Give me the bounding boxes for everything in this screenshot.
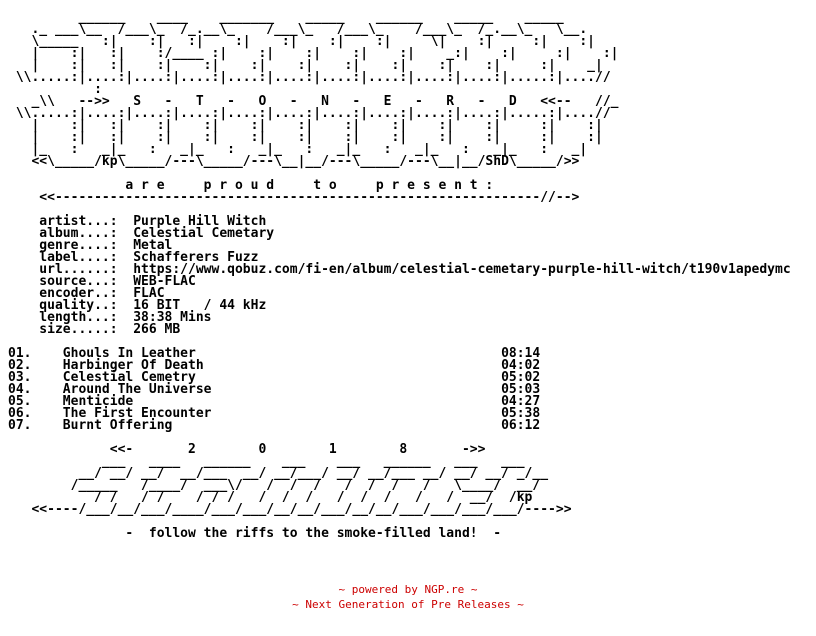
nfo-line: genre....: Metal	[8, 238, 173, 253]
nfo-line: source...: WEB-FLAC	[8, 274, 196, 289]
nfo-line: /_____ /____/ ___\/ / / / / / / / \____/…	[8, 478, 541, 493]
nfo-line: <<- 2 0 1 8 ->>	[8, 442, 486, 457]
nfo-line: |_ : _|_ : _|_ : _|_ : _|_ : _|_ : _|_ :…	[8, 142, 588, 157]
nfo-line: artist...: Purple Hill Witch	[8, 214, 267, 229]
nfo-line: _\\ -->> S - T - O - N - E - R - D <<-- …	[8, 94, 619, 109]
nfo-line: encoder..: FLAC	[8, 286, 165, 301]
nfo-line: url......: https://www.qobuz.com/fi-en/a…	[8, 262, 791, 277]
nfo-line: - follow the riffs to the smoke-filled l…	[8, 526, 502, 541]
nfo-line: 06. The First Encounter 05:38	[8, 406, 541, 421]
nfo-line: <<----/___/__/___/____/___/___/__/__/___…	[8, 502, 572, 517]
nfo-line: __/ __/ __/ __/___ __/ __/___/ __/ __/__…	[8, 466, 549, 481]
nfo-line: ______ ____ _______ _____ ______ _____ _…	[8, 10, 564, 25]
nfo-line: a r e p r o u d t o p r e s e n t :	[8, 178, 494, 193]
nfo-line: ._ ___\__ /___\_ /_.__\_ /___\_ /___\_ /…	[8, 22, 588, 37]
nfo-line: length...: 38:38 Mins	[8, 310, 212, 325]
nfo-line: 05. Menticide 04:27	[8, 394, 541, 409]
nfo-line: | :| :| :/____ :| :| :| :| :| _:| :| :| …	[8, 46, 619, 61]
nfo-line: \\.....:|....:|....:|....:|....:|....:|.…	[8, 106, 611, 121]
nfo-line: | :| :| :| :| :| :| :| :| :| :| :| :|	[8, 130, 603, 145]
footer-powered-by: ~ powered by NGP.re ~	[338, 583, 478, 596]
nfo-line: | :| :| :| :| :| :| :| :| :| :| :| _|	[8, 58, 603, 73]
nfo-line: <<\_____/kp\_____/---\_____/---\__|__/--…	[8, 154, 580, 169]
nfo-line: <<--------------------------------------…	[8, 190, 580, 205]
nfo-line: :	[8, 82, 102, 97]
nfo-line: 04. Around The Universe 05:03	[8, 382, 541, 397]
nfo-line: size.....: 266 MB	[8, 322, 181, 337]
nfo-line: \_____ :| :| :| :| :| :| :| \| :| :| :|	[8, 34, 595, 49]
footer-tagline: ~ Next Generation of Pre Releases ~	[292, 598, 524, 611]
nfo-line: 02. Harbinger Of Death 04:02	[8, 358, 541, 373]
nfo-line: \\.....:|....:|....:|....:|....:|....:|.…	[8, 70, 611, 85]
nfo-line: label....: Schafferers Fuzz	[8, 250, 259, 265]
nfo-line: / / / / / / / / / / / / / / / __/ /kp	[8, 490, 533, 505]
nfo-line: 03. Celestial Cemetry 05:02	[8, 370, 541, 385]
nfo-line: 07. Burnt Offering 06:12	[8, 418, 541, 433]
nfo-line: | :| :| :| :| :| :| :| :| :| :| :| :|	[8, 118, 603, 133]
nfo-line: album....: Celestial Cemetary	[8, 226, 275, 241]
nfo-line: ___ ____ ______ ___ ___ ______ ___ ___	[8, 454, 525, 469]
nfo-art: ______ ____ _______ _____ ______ _____ _…	[8, 10, 791, 541]
nfo-line: quality..: 16 BIT / 44 kHz	[8, 298, 267, 313]
nfo-line: 01. Ghouls In Leather 08:14	[8, 346, 541, 361]
